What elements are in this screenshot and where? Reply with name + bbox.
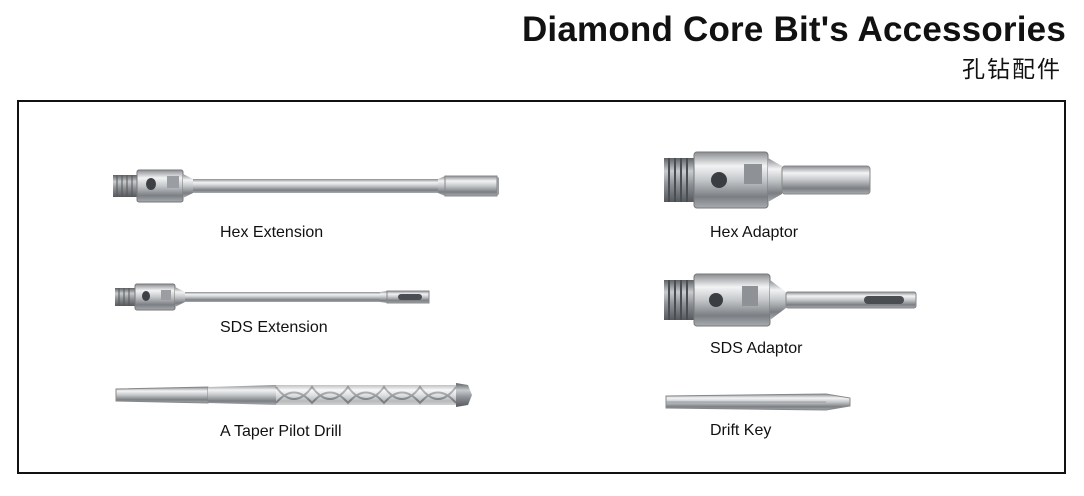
page-subtitle: 孔钻配件 [962,57,1062,83]
drift-key-icon [665,393,851,411]
hex-adaptor-icon [664,151,871,209]
hex-extension-icon [113,169,499,203]
accessories-frame [17,100,1066,474]
sds-extension-label: SDS Extension [220,319,328,336]
hex-extension-item: Hex Extension [113,166,503,241]
page-title: Diamond Core Bit's Accessories [521,10,1066,49]
taper-pilot-drill-item: A Taper Pilot Drill [115,383,476,440]
drift-key-item: Drift Key [665,392,856,439]
drift-key-label: Drift Key [710,422,772,439]
sds-adaptor-item: SDS Adaptor [664,272,922,357]
hex-adaptor-item: Hex Adaptor [664,150,876,241]
taper-pilot-drill-icon [115,383,472,407]
taper-pilot-drill-label: A Taper Pilot Drill [220,423,342,440]
hex-extension-label: Hex Extension [220,224,324,241]
sds-adaptor-label: SDS Adaptor [710,340,803,357]
sds-extension-item: SDS Extension [115,282,435,336]
sds-adaptor-icon [664,273,917,327]
sds-extension-icon [115,283,430,311]
hex-adaptor-label: Hex Adaptor [710,224,799,241]
